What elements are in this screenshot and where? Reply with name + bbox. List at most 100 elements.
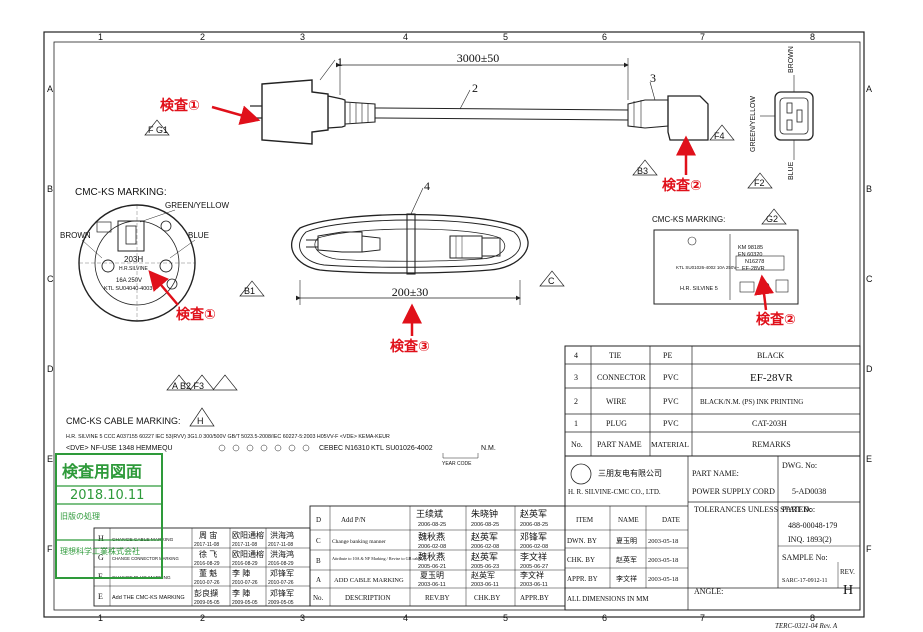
row-letter: A <box>866 84 872 94</box>
parts-name-4: TIE <box>609 351 622 360</box>
connector-model: EF-28VR <box>742 266 765 272</box>
parts-mat-4: PE <box>663 351 672 360</box>
part-name-value: POWER SUPPLY CORD <box>692 487 775 496</box>
rev-flag-b3: B3 <box>637 166 648 176</box>
col-number: 4 <box>403 32 408 42</box>
row-letter: E <box>47 454 53 464</box>
left-chk-by-h: 欧阳通榕 <box>232 530 264 540</box>
parts-table: 4 TIE PE BLACK 3 CONNECTOR PVC EF-28VR 2… <box>564 345 861 457</box>
parts-no-1: 1 <box>574 419 578 428</box>
left-rev-date-h: 2017-11-08 <box>194 542 219 548</box>
row-letter: C <box>866 274 873 284</box>
parts-no-4: 4 <box>574 351 578 360</box>
chk-by-label: CHK. BY <box>567 556 595 564</box>
left-chk-date-e: 2009-05-05 <box>232 600 258 606</box>
connector-n: N16278 <box>745 259 764 265</box>
rev-flag-c: C <box>548 276 555 286</box>
rev-flag-f4: F4 <box>714 131 725 141</box>
inner-frame <box>53 41 861 611</box>
plug-marking-title: CMC-KS MARKING: <box>75 187 167 198</box>
left-rev-by-g: 徐 飞 <box>199 549 217 559</box>
connector-left-text: KTL SU01026-4002 10A 250V~ <box>676 265 739 270</box>
inspection-label-cable-bundle: 検査③ <box>390 338 430 355</box>
left-rev-mark-f: F <box>98 572 103 581</box>
rev-date-d: 2006-08-25 <box>418 522 446 528</box>
left-appr-by-h: 洪海鸿 <box>270 530 294 540</box>
parts-no-2: 2 <box>574 397 578 406</box>
appr-date-b: 2005-06-27 <box>520 564 548 570</box>
plug-blue-label: BLUE <box>188 231 209 240</box>
appr-by-c: 邓锋军 <box>520 531 547 542</box>
callout-3: 3 <box>650 71 656 85</box>
outer-frame <box>43 31 865 618</box>
connector-marking-title: CMC-KS MARKING: <box>652 215 725 224</box>
connector-side-view: 3 <box>627 71 709 141</box>
connector-km: KM 98185 <box>738 245 763 251</box>
chk-by-date: 2003-05-18 <box>648 557 678 564</box>
rev-date-b: 2005-06-21 <box>418 564 446 570</box>
inspection-label-connector-top: 検査② <box>662 177 702 194</box>
left-chk-by-e: 李 陣 <box>232 588 250 598</box>
col-number: 3 <box>300 613 305 623</box>
plug-marking-view: CMC-KS MARKING: GREEN/YELLOW BROWN BLUE … <box>60 187 229 322</box>
tolerances-label: TOLERANCES UNLESS STATED: <box>694 505 811 514</box>
appr-by-a: 李文祥 <box>520 570 544 580</box>
chk-by-name: 赵英军 <box>616 555 637 564</box>
date-header: DATE <box>662 516 680 524</box>
cord-length-label: 3000±50 <box>457 51 500 65</box>
stamp-note-old: 旧版の処理 <box>60 511 100 521</box>
row-letter: B <box>47 184 53 194</box>
company-en: H. R. SILVINE-CMC CO., LTD. <box>568 488 661 496</box>
plug-maker: H.R.SILVINE <box>119 266 148 272</box>
rev-flag-b1: B1 <box>244 286 255 296</box>
chk-by-d: 朱晓钟 <box>471 508 498 519</box>
row-letter: E <box>866 454 872 464</box>
rev-desc-c: Change banking manner <box>332 539 386 545</box>
parts-remark-2: BLACK/N.M. (PS) INK PRINTING <box>700 398 803 406</box>
rev-by-c: 魏秋燕 <box>418 531 445 542</box>
parts-remark-3: EF-28VR <box>750 372 793 384</box>
cable-marking-line2d: N.M. <box>481 445 496 452</box>
dwg-no-label: DWG. No: <box>782 461 817 470</box>
inspection-stamp: 検査用図面 2018.10.11 旧版の処理 理想科学工業株式会社 <box>55 453 163 579</box>
col-number: 5 <box>503 32 508 42</box>
rev-header-rev: REV.BY <box>425 594 450 602</box>
dwg-no-value: 5-AD0038 <box>792 487 826 496</box>
chk-date-b: 2005-06-23 <box>471 564 499 570</box>
appr-date-c: 2006-02-08 <box>520 544 548 550</box>
name-header: NAME <box>618 516 639 524</box>
appr-by-d: 赵英军 <box>520 508 547 519</box>
col-number: 7 <box>700 32 705 42</box>
parts-no-3: 3 <box>574 373 578 382</box>
dwn-by-name: 夏玉明 <box>616 537 637 545</box>
rev-mark-b: B <box>316 557 321 565</box>
parts-header-material: MATERIAL <box>651 440 689 449</box>
rev-desc-d: Add P/N <box>341 516 366 524</box>
dwn-by-label: DWN. BY <box>567 537 597 545</box>
col-number: 8 <box>810 613 815 623</box>
left-chk-by-g: 欧阳通榕 <box>232 549 264 559</box>
cable-marking-line2b: CEBEC N16310 <box>319 445 370 452</box>
col-number: 1 <box>98 613 103 623</box>
rev-by-a: 夏玉明 <box>420 571 444 580</box>
plug-model: 203H <box>124 255 143 264</box>
rev-header-chk: CHK.BY <box>474 594 500 602</box>
parts-name-2: WIRE <box>606 397 627 406</box>
row-letter: D <box>47 364 54 374</box>
plug-side-view: 1 2 <box>250 55 629 145</box>
left-rev-mark-h: H <box>98 534 104 543</box>
rev-mark-d: D <box>316 516 321 524</box>
connector-en: EN 60320 <box>738 252 762 258</box>
appr-by-date: 2003-05-18 <box>648 576 678 583</box>
inspection-callouts: 検査① 検査② 検査① 検査② 検査③ <box>148 97 796 355</box>
col-number: 2 <box>200 32 205 42</box>
left-revision-table: H CHANGE CABLE MARKING 周 宙 2017-11-08 欧阳… <box>93 527 311 607</box>
year-code-label: YEAR CODE <box>442 461 472 467</box>
callout-4: 4 <box>424 179 430 193</box>
stamp-company: 理想科学工業株式会社 <box>60 546 140 556</box>
left-chk-date-h: 2017-11-08 <box>232 542 257 548</box>
col-number: 1 <box>98 32 103 42</box>
wire-label-green-yellow: GREEN/YELLOW <box>750 96 757 152</box>
row-letter: C <box>47 274 54 284</box>
parts-header-no: No. <box>571 440 583 449</box>
